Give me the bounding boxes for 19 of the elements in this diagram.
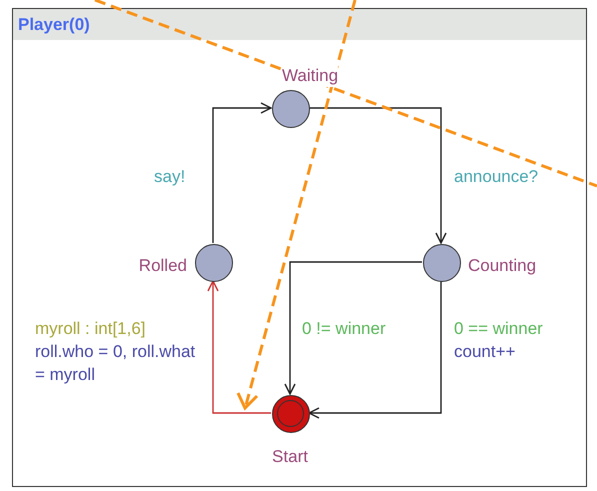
edge-label: announce? xyxy=(454,166,538,188)
transition-arrow xyxy=(309,107,447,244)
state-circle xyxy=(272,90,310,128)
update-label: count++ xyxy=(454,341,516,363)
edge-label: say! xyxy=(154,166,186,188)
edge-label: 0 == winner xyxy=(454,318,543,340)
transition-arrow xyxy=(308,281,442,419)
state-name: Waiting xyxy=(282,64,338,87)
transition-arrow xyxy=(284,261,422,395)
edge-label: myroll : int[1,6] xyxy=(35,318,146,340)
update-label: roll.who = 0, roll.what = myroll xyxy=(35,341,196,386)
template-frame xyxy=(12,8,587,487)
state-circle xyxy=(195,244,233,282)
edge-label: 0 != winner xyxy=(302,318,386,340)
transition-arrow xyxy=(207,280,271,414)
template-title: Player(0) xyxy=(13,9,586,40)
initial-state-circle xyxy=(272,395,310,433)
state-circle xyxy=(423,244,461,282)
transition-arrow xyxy=(212,102,272,243)
